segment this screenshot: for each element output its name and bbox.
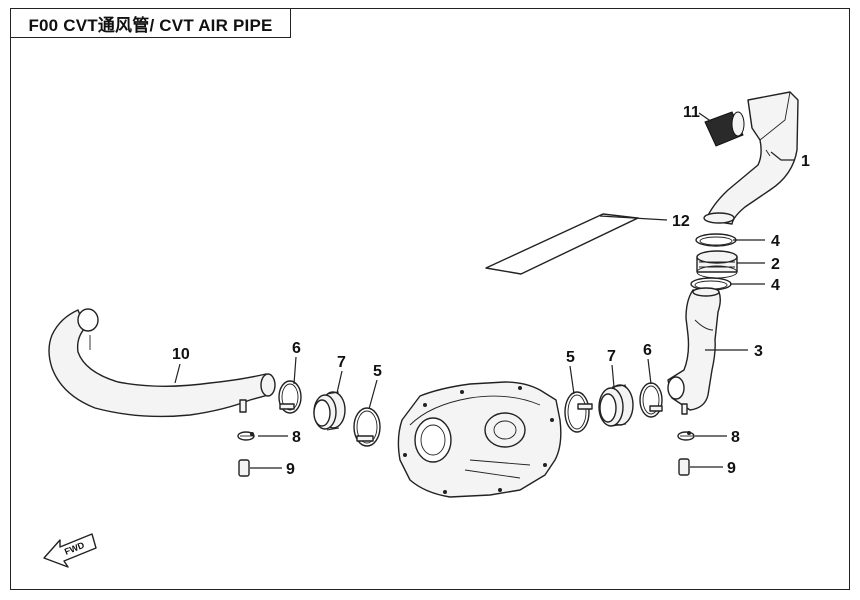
part-7-bellows-left (313, 391, 346, 431)
part-6-clamp-left (278, 380, 302, 414)
part-2-connector-sleeve (696, 250, 738, 279)
part-4-clamp-upper (695, 233, 737, 247)
part-9-plug-left (238, 459, 250, 477)
callout-6-right: 6 (643, 342, 652, 359)
leader-lines (174, 112, 795, 469)
callout-8-left: 8 (292, 429, 301, 446)
part-6-clamp-right (639, 382, 663, 418)
cvt-housing-cover (397, 381, 562, 498)
callout-5-left: 5 (373, 363, 382, 380)
part-1-upper-air-duct (703, 91, 799, 225)
callout-9-left: 9 (286, 461, 295, 478)
callout-labels: 1 11 12 4 2 4 3 10 6 7 5 8 9 5 7 6 8 9 (172, 104, 810, 478)
part-10-main-air-duct (48, 308, 276, 418)
callout-1: 1 (801, 153, 810, 170)
fwd-arrow-icon: FWD (43, 533, 97, 568)
part-3-lower-duct (667, 287, 721, 415)
callout-7-left: 7 (337, 354, 346, 371)
callout-8-right: 8 (731, 429, 740, 446)
diagram-frame (10, 8, 850, 590)
callout-7-right: 7 (607, 348, 616, 365)
part-11-foam-filter (704, 111, 745, 147)
callout-5-right: 5 (566, 349, 575, 366)
part-8-clip-left (237, 431, 255, 441)
part-5-clamp-right (564, 391, 593, 433)
part-7-bellows-right (598, 384, 634, 427)
callout-4-upper: 4 (771, 233, 780, 250)
callout-6-left: 6 (292, 340, 301, 357)
callout-2: 2 (771, 256, 780, 273)
part-5-clamp-left (353, 407, 381, 447)
part-12-label-sheet (485, 213, 639, 275)
callout-9-right: 9 (727, 460, 736, 477)
diagram-title: F00 CVT通风管/ CVT AIR PIPE (10, 8, 291, 38)
callout-3: 3 (754, 343, 763, 360)
callout-12: 12 (672, 213, 690, 230)
callout-11: 11 (683, 104, 700, 121)
callout-4-lower: 4 (771, 277, 780, 294)
part-9-plug-right (678, 458, 690, 476)
part-8-clip-right (677, 431, 695, 441)
callout-10: 10 (172, 346, 190, 363)
